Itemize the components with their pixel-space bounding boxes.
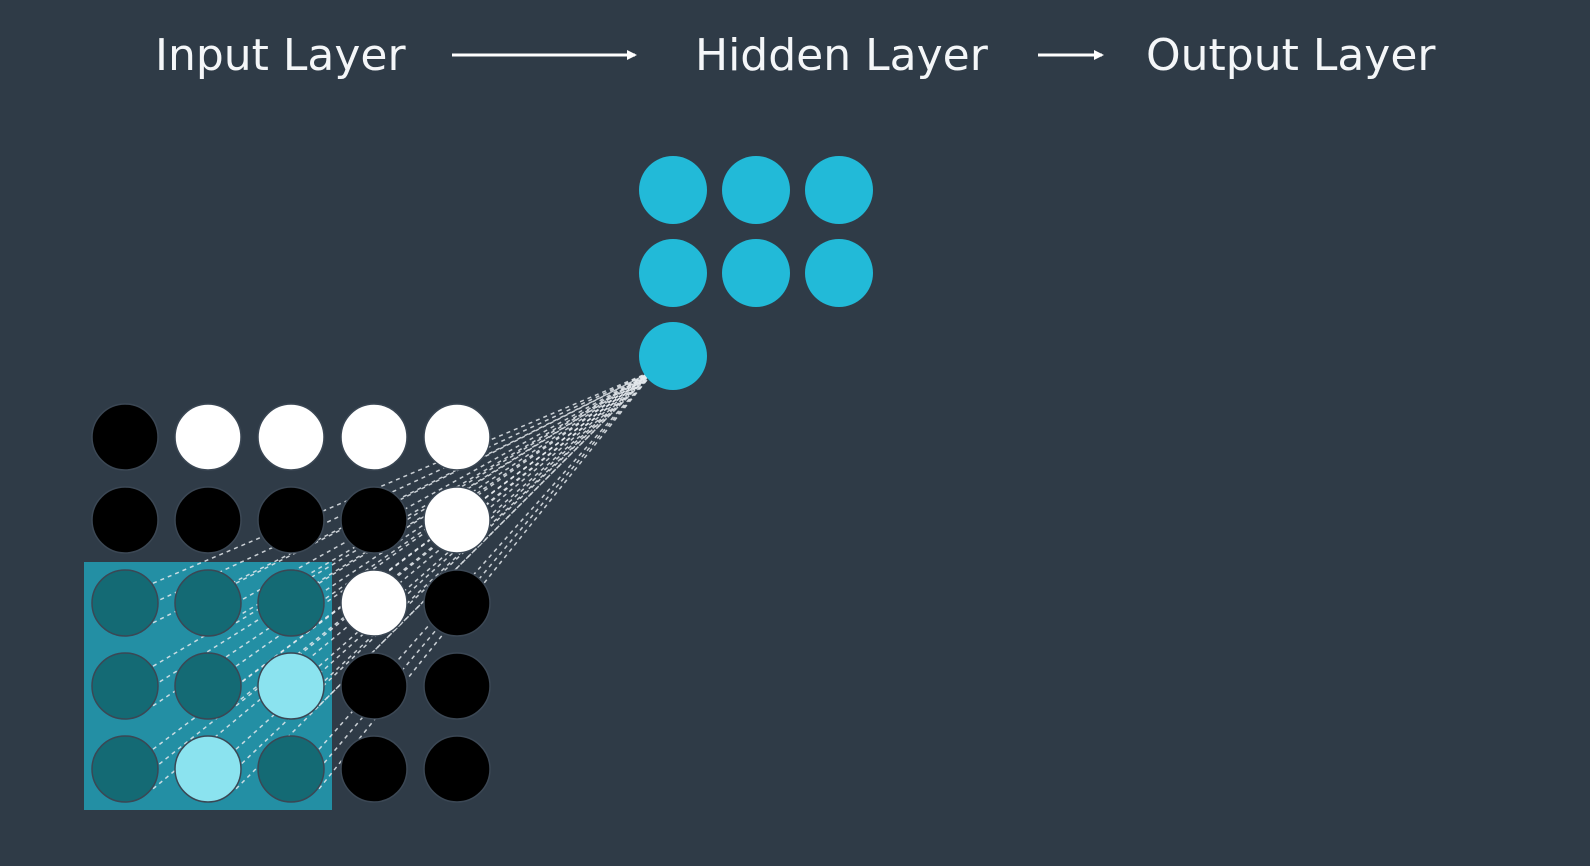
input-pixel-node bbox=[174, 486, 242, 554]
hidden-node bbox=[639, 156, 707, 224]
hidden-layer-grid bbox=[639, 156, 873, 390]
connection-line bbox=[235, 369, 656, 750]
connection-line bbox=[235, 369, 656, 584]
input-pixel-node bbox=[340, 569, 408, 637]
input-pixel-node bbox=[257, 403, 325, 471]
input-pixel-node bbox=[340, 486, 408, 554]
hidden-node bbox=[805, 239, 873, 307]
input-pixel-node bbox=[91, 486, 159, 554]
input-pixel-node bbox=[174, 735, 242, 803]
input-pixel-node bbox=[174, 569, 242, 637]
input-pixel-node bbox=[91, 652, 159, 720]
output-layer-label: Output Layer bbox=[1146, 30, 1436, 81]
input-pixel-node bbox=[423, 486, 491, 554]
input-pixel-node bbox=[423, 403, 491, 471]
input-pixel-node bbox=[340, 652, 408, 720]
connection-line bbox=[318, 369, 656, 770]
input-pixel-node bbox=[257, 486, 325, 554]
connection-line bbox=[152, 369, 656, 624]
connection-line bbox=[152, 369, 656, 604]
input-pixel-node bbox=[174, 403, 242, 471]
connection-line bbox=[235, 369, 656, 707]
hidden-node bbox=[722, 239, 790, 307]
input-pixel-node bbox=[423, 652, 491, 720]
hidden-node bbox=[722, 156, 790, 224]
input-pixel-node bbox=[174, 652, 242, 720]
hidden-node bbox=[805, 156, 873, 224]
connection-line bbox=[152, 369, 656, 584]
input-pixel-node bbox=[423, 735, 491, 803]
input-grid bbox=[91, 403, 491, 803]
hidden-node bbox=[639, 239, 707, 307]
input-pixel-node bbox=[340, 735, 408, 803]
input-pixel-node bbox=[257, 735, 325, 803]
input-pixel-node bbox=[340, 403, 408, 471]
input-pixel-node bbox=[91, 569, 159, 637]
input-pixel-node bbox=[257, 569, 325, 637]
input-pixel-node bbox=[257, 652, 325, 720]
connection-line bbox=[152, 369, 656, 790]
input-pixel-node bbox=[423, 569, 491, 637]
input-layer-label: Input Layer bbox=[155, 30, 407, 81]
input-pixel-node bbox=[91, 403, 159, 471]
connection-line bbox=[318, 369, 656, 687]
hidden-node-active bbox=[639, 322, 707, 390]
hidden-layer-label: Hidden Layer bbox=[695, 30, 989, 81]
input-pixel-node bbox=[91, 735, 159, 803]
